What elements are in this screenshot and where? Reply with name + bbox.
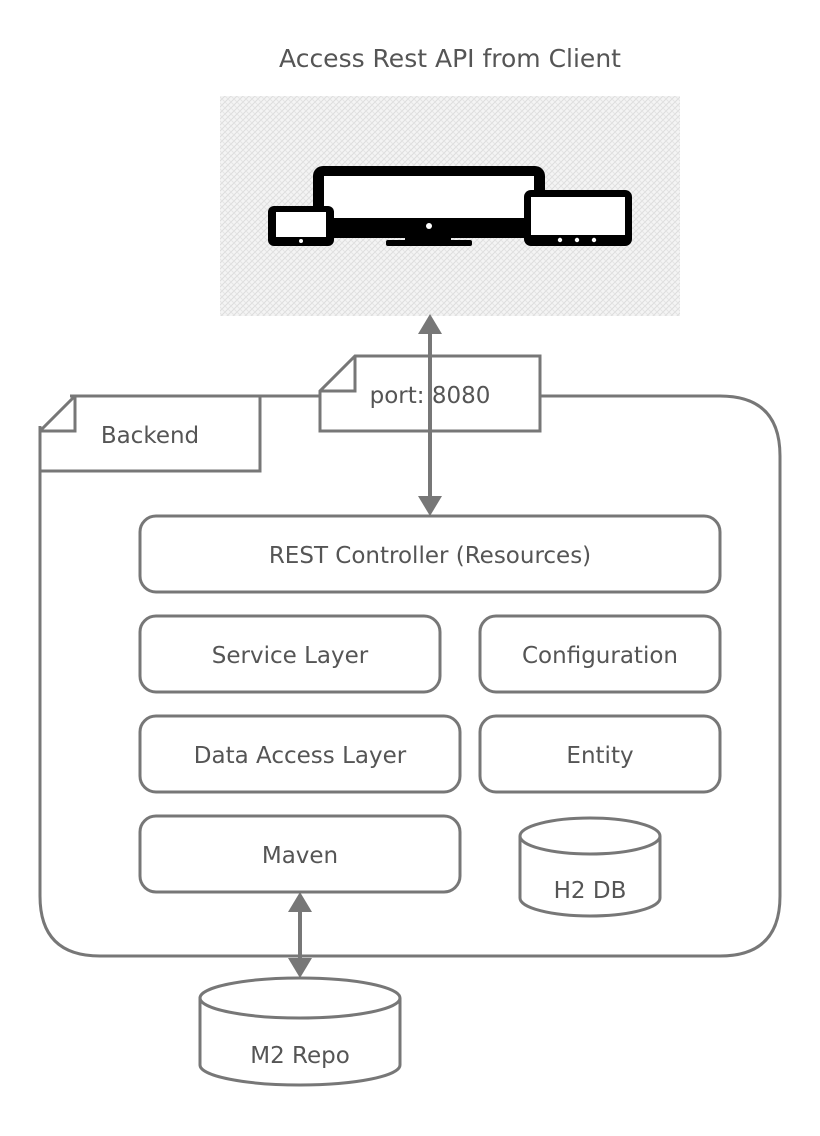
maven-repo-arrow [288,892,312,978]
data-access-layer-label: Data Access Layer [194,743,407,769]
backend-note: Backend [38,394,262,473]
h2-db-cylinder: H2 DB [518,816,662,918]
maven-box: Maven [138,814,462,894]
data-access-layer-box: Data Access Layer [138,714,462,794]
client-api-arrow [418,314,442,516]
configuration-label: Configuration [522,643,678,669]
service-layer-box: Service Layer [138,614,442,694]
smartphone-icon [268,206,334,246]
h2-db-label: H2 DB [554,878,627,904]
devices-icon [268,166,632,246]
rest-controller-label: REST Controller (Resources) [269,543,591,569]
m2-repo-cylinder: M2 Repo [198,976,402,1087]
desktop-monitor-icon [313,166,545,246]
diagram-title: Access Rest API from Client [279,44,621,73]
configuration-box: Configuration [478,614,722,694]
service-layer-label: Service Layer [212,643,369,669]
backend-label: Backend [101,423,199,449]
m2-repo-label: M2 Repo [250,1043,350,1069]
tablet-icon [524,190,632,246]
rest-controller-box: REST Controller (Resources) [138,514,722,594]
backend-container [38,394,782,958]
entity-label: Entity [566,743,633,769]
maven-label: Maven [262,843,338,869]
entity-box: Entity [478,714,722,794]
client-area [220,96,680,316]
